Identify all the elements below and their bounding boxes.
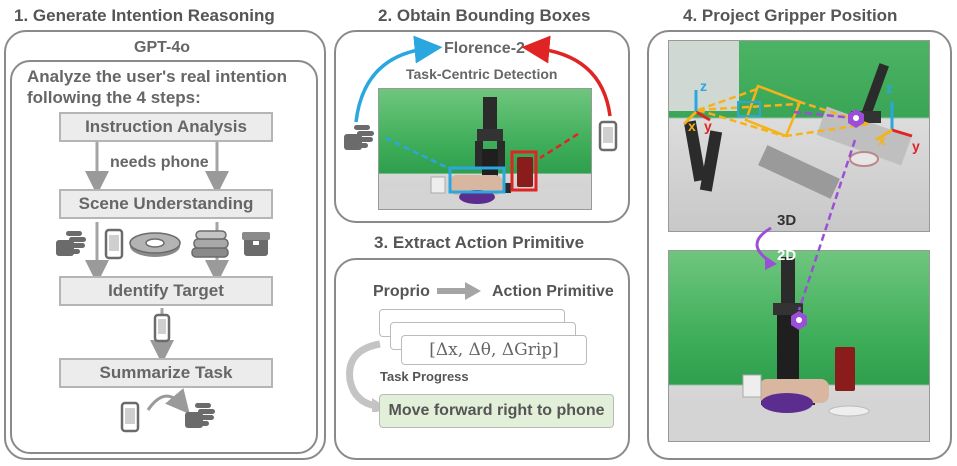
phone-icon <box>120 401 140 433</box>
scene-robot-drawing <box>379 97 591 209</box>
phone-icon <box>104 228 124 260</box>
projection-overlay-2d <box>791 311 807 330</box>
label-2d: 2D <box>777 247 797 264</box>
step-scene-understanding: Scene Understanding <box>59 189 273 219</box>
target-phone-icon <box>153 313 171 343</box>
proprio-to-action-arrow <box>437 282 481 300</box>
gpt4o-label: GPT-4o <box>134 39 191 56</box>
axis-x-left: x <box>688 118 696 134</box>
panel2-arrows <box>354 35 612 123</box>
detection-overlay <box>385 132 579 194</box>
scene-object-icons <box>56 228 270 260</box>
needs-phone-label: needs phone <box>110 154 209 171</box>
phone-bounding-box <box>510 150 538 192</box>
proprio-label: Proprio <box>373 283 430 300</box>
scene-2d-drawing <box>669 257 929 441</box>
step-instruction-analysis: Instruction Analysis <box>59 112 273 142</box>
projection-connector <box>755 139 857 311</box>
axis-x-right: x <box>878 132 886 148</box>
prompt-line1: Analyze the user's real intention <box>27 67 288 86</box>
axis-z-right: z <box>886 80 893 96</box>
scene-photo-detection <box>378 88 592 210</box>
step-summarize-task: Summarize Task <box>59 358 273 388</box>
user-phone-icon <box>598 120 618 152</box>
task-progress-label: Task Progress <box>380 369 469 384</box>
step4-title: 4. Project Gripper Position <box>683 6 898 25</box>
step-identify-target: Identify Target <box>59 276 273 306</box>
florence2-label: Florence-2 <box>444 40 525 57</box>
step3-title: 3. Extract Action Primitive <box>374 233 585 252</box>
action-primitive-label: Action Primitive <box>492 283 614 300</box>
task-centric-detection-label: Task-Centric Detection <box>406 66 558 82</box>
axis-y-left: y <box>704 118 712 134</box>
projection-overlay-3d <box>682 84 913 142</box>
hand-bounding-box <box>448 166 506 194</box>
box-icon <box>242 232 270 256</box>
step1-title: 1. Generate Intention Reasoning <box>14 6 275 25</box>
blue-arrow <box>354 35 443 123</box>
scene-3d-drawing <box>669 41 912 199</box>
label-3d: 3D <box>777 212 797 229</box>
tape-roll-icon <box>129 232 181 257</box>
user-hand-icon <box>344 125 374 150</box>
delta-card: [Δx, Δθ, ΔGrip] <box>401 335 587 365</box>
step2-title: 2. Obtain Bounding Boxes <box>378 6 591 25</box>
towel-stack-icon <box>191 230 229 258</box>
phone-to-hand-icons <box>120 401 215 433</box>
prompt-line2: following the 4 steps: <box>27 88 201 107</box>
action-result-box: Move forward right to phone <box>379 394 614 428</box>
axis-z-left: z <box>700 78 707 94</box>
hand-icon <box>185 403 215 428</box>
scene-photo-3d <box>668 40 930 232</box>
axis-y-right: y <box>912 138 920 154</box>
scene-photo-2d <box>668 250 930 442</box>
hand-icon <box>56 231 86 256</box>
red-arrow <box>521 35 612 117</box>
